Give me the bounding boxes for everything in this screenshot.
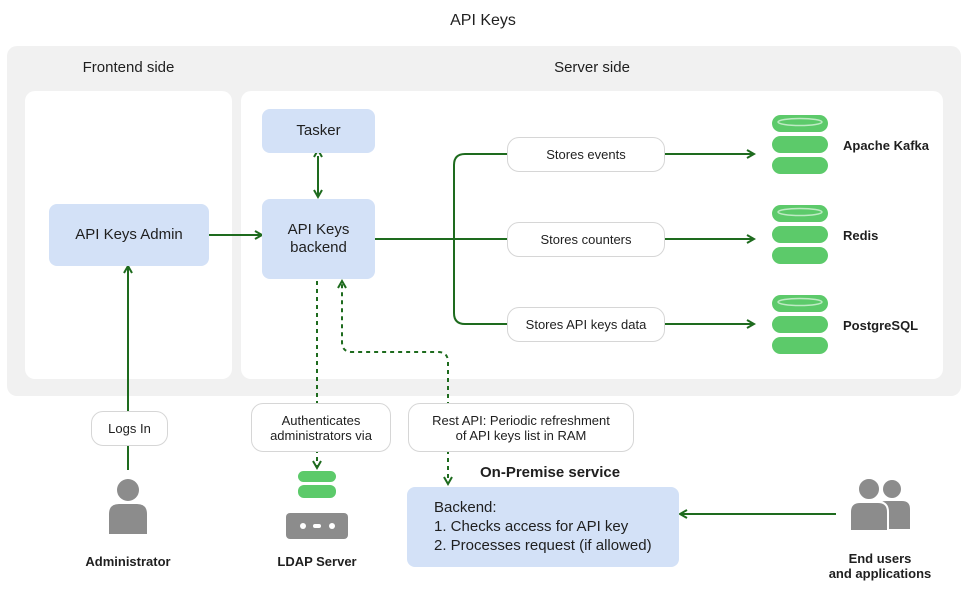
administrator-label: Administrator — [85, 554, 171, 569]
stores-events-label: Stores events — [507, 137, 665, 172]
api-keys-admin-box: API Keys Admin — [49, 204, 209, 266]
administrator-icon — [109, 479, 147, 534]
rest-api-line-1: Rest API: Periodic refreshment — [432, 412, 610, 428]
apache-kafka-label: Apache Kafka — [843, 138, 929, 153]
logs-in-label: Logs In — [91, 411, 168, 446]
onprem-line-1: Backend: — [434, 499, 497, 516]
stores-counters-label: Stores counters — [507, 222, 665, 257]
authenticates-label: Authenticates administrators via — [251, 403, 391, 452]
on-premise-title: On-Premise service — [480, 464, 621, 481]
rest-api-label: Rest API: Periodic refreshment of API ke… — [408, 403, 634, 452]
authenticates-line-1: Authenticates — [281, 412, 361, 428]
backend-line-1: API Keys — [287, 221, 350, 238]
onprem-line-3: 2. Processes request (if allowed) — [434, 537, 652, 554]
end-users-line-2: and applications — [828, 566, 932, 581]
diagram-title: API Keys — [450, 12, 516, 29]
ldap-server-icon — [286, 471, 348, 539]
authenticates-line-2: administrators via — [270, 427, 372, 443]
on-premise-backend-box: Backend: 1. Checks access for API key 2.… — [407, 487, 679, 567]
onprem-line-2: 1. Checks access for API key — [434, 518, 629, 535]
tasker-box: Tasker — [262, 109, 375, 153]
end-users-icon — [849, 477, 910, 532]
redis-database-icon — [772, 205, 828, 264]
end-users-line-1: End users — [848, 551, 912, 566]
postgresql-label: PostgreSQL — [843, 318, 919, 333]
backend-line-2: backend — [290, 239, 347, 256]
postgres-arrow — [453, 239, 754, 324]
rest-api-line-2: of API keys list in RAM — [455, 427, 587, 443]
stores-api-keys-data-label: Stores API keys data — [507, 307, 665, 342]
ldap-server-label: LDAP Server — [277, 554, 357, 569]
api-keys-backend-box: API Keys backend — [262, 199, 375, 279]
rest-api-arrow — [342, 281, 448, 478]
redis-label: Redis — [843, 228, 879, 243]
end-users-label: End users and applications — [815, 551, 945, 581]
kafka-database-icon — [772, 115, 828, 174]
postgres-database-icon — [772, 295, 828, 354]
frontend-title: Frontend side — [82, 59, 175, 76]
kafka-arrow — [453, 154, 754, 239]
server-title: Server side — [554, 59, 630, 76]
